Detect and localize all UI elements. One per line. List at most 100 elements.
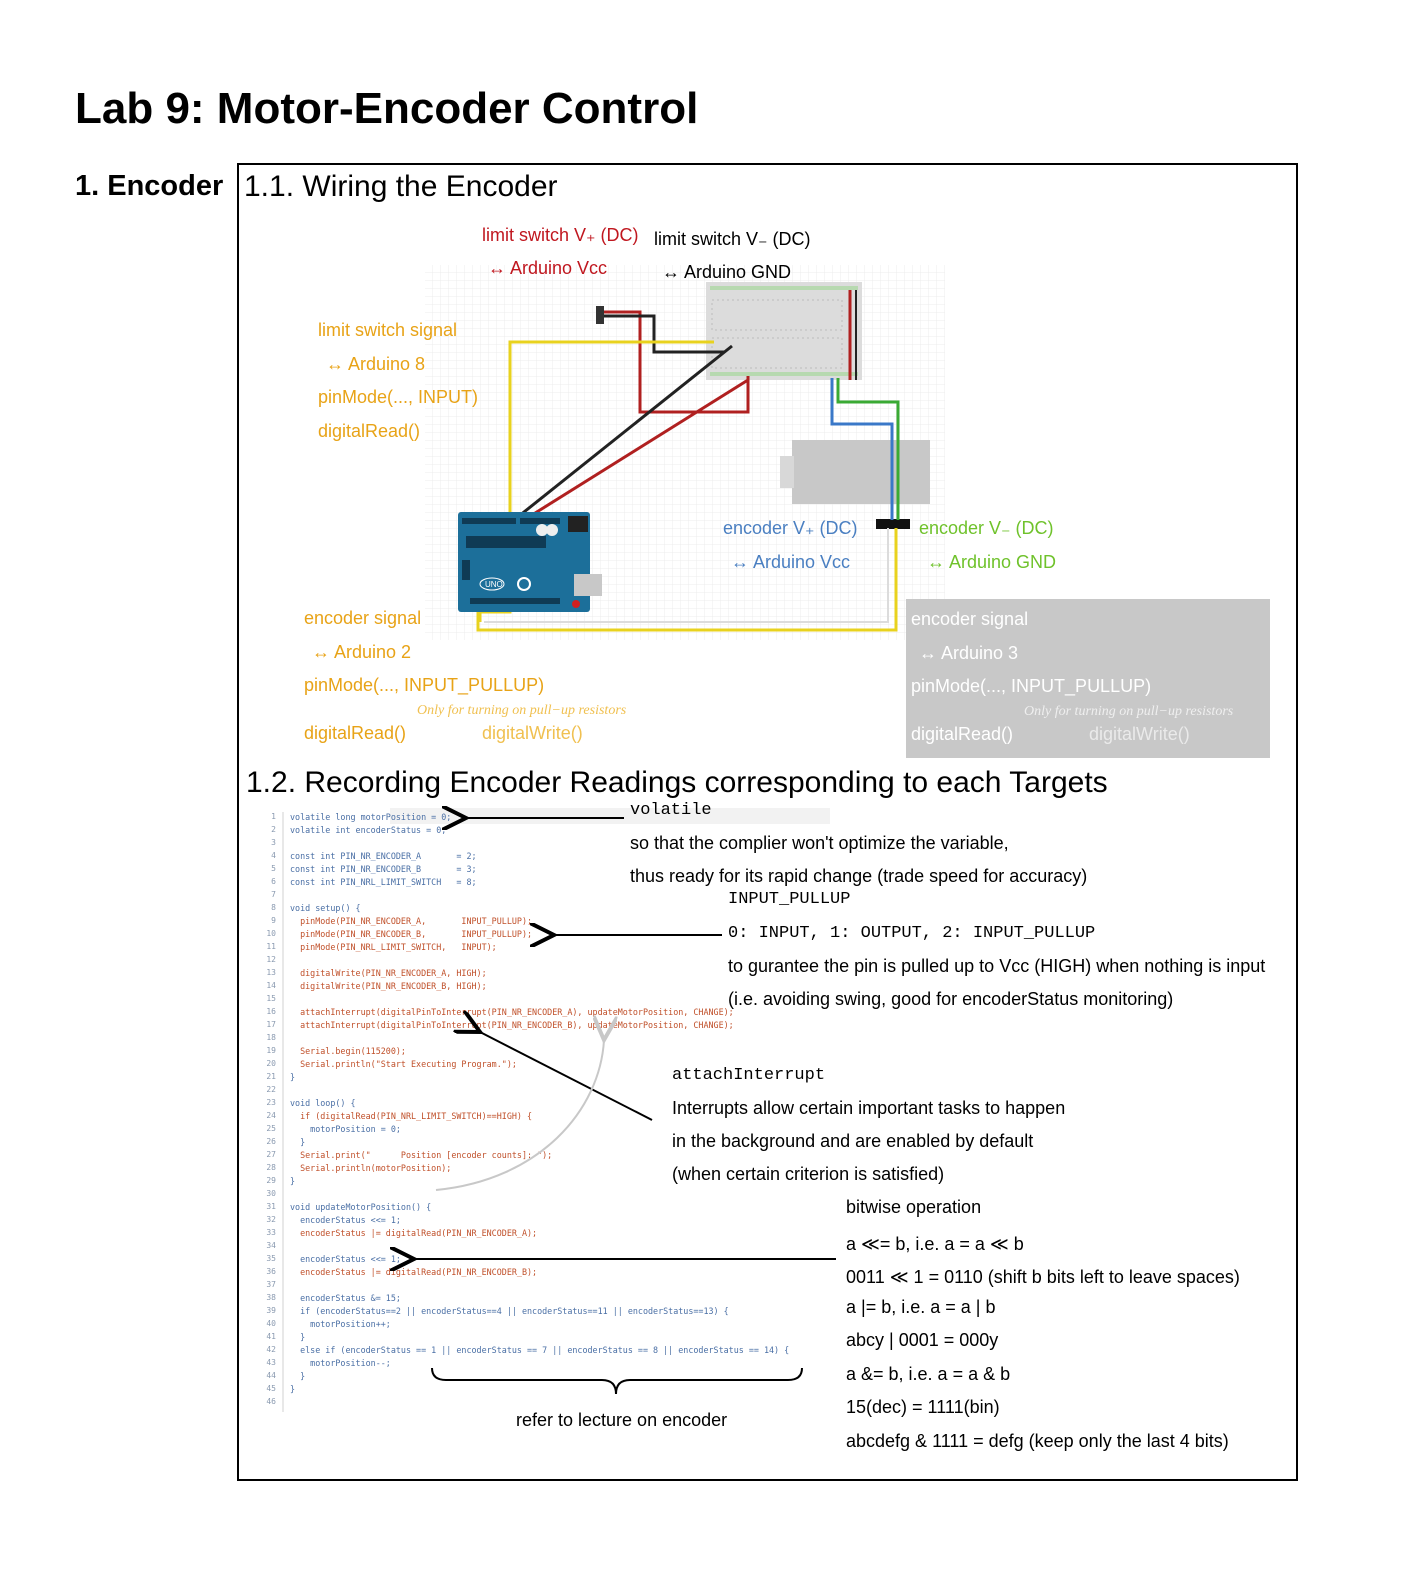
code-line: volatile int encoderStatus = 0; xyxy=(290,825,447,835)
note-bitwise-4: abcy | 0001 = 000y xyxy=(846,1330,999,1350)
encoder-signal-b-write: digitalWrite() xyxy=(1089,724,1190,744)
note-bitwise-7: abcdefg & 1111 = defg (keep only the las… xyxy=(846,1431,1229,1451)
code-line: encoderStatus <<= 1; xyxy=(290,1254,401,1264)
code-line: const int PIN_NR_ENCODER_A = 2; xyxy=(290,851,477,861)
code-line: encoderStatus |= digitalRead(PIN_NR_ENCO… xyxy=(290,1267,538,1277)
limit-switch-vplus-connection: ↔ Arduino Vcc xyxy=(488,258,608,278)
code-line: attachInterrupt(digitalPinToInterrupt(PI… xyxy=(290,1007,734,1017)
encoder-signal-b-box xyxy=(906,599,1270,758)
arduino-board-image xyxy=(458,512,602,612)
code-line-number: 25 xyxy=(266,1124,276,1133)
code-line: } xyxy=(290,1384,296,1394)
code-line: pinMode(PIN_NR_ENCODER_A, INPUT_PULLUP); xyxy=(290,916,533,926)
limit-switch-pinmode: pinMode(..., INPUT) xyxy=(318,387,479,407)
code-line-number: 17 xyxy=(266,1020,276,1029)
code-line-number: 24 xyxy=(266,1111,276,1120)
encoder-signal-b-pinmode: pinMode(..., INPUT_PULLUP) xyxy=(911,676,1152,696)
code-line-number: 31 xyxy=(266,1202,276,1211)
note-bitwise-5: a &= b, i.e. a = a & b xyxy=(846,1364,1011,1384)
note-bitwise-3: a |= b, i.e. a = a | b xyxy=(846,1297,996,1317)
code-line: } xyxy=(290,1332,306,1342)
code-line: } xyxy=(290,1371,306,1381)
code-line-number: 10 xyxy=(266,929,276,938)
code-line-number: 5 xyxy=(271,864,276,873)
note-volatile-line2: thus ready for its rapid change (trade s… xyxy=(630,866,1088,886)
page-title: Lab 9: Motor-Encoder Control xyxy=(75,84,699,133)
code-line-number: 45 xyxy=(266,1384,276,1393)
encoder-connector-image xyxy=(876,519,910,529)
limit-switch-signal-label: limit switch signal xyxy=(318,320,458,340)
code-line-number: 44 xyxy=(266,1371,276,1380)
code-line-number: 1 xyxy=(271,812,276,821)
limit-switch-signal-connection: ↔ Arduino 8 xyxy=(326,354,426,374)
arduino-board-label: UNO xyxy=(485,580,503,589)
encoder-vminus-connection: ↔ Arduino GND xyxy=(927,552,1057,572)
code-line-number: 18 xyxy=(266,1033,276,1042)
code-line-number: 9 xyxy=(271,916,276,925)
code-line: const int PIN_NR_ENCODER_B = 3; xyxy=(290,864,477,874)
code-line: if (digitalRead(PIN_NRL_LIMIT_SWITCH)==H… xyxy=(290,1111,533,1121)
motor-image xyxy=(780,440,930,504)
limit-switch-read: digitalRead() xyxy=(318,421,421,441)
code-line: attachInterrupt(digitalPinToInterrupt(PI… xyxy=(290,1020,734,1030)
encoder-signal-b-connection: ↔ Arduino 3 xyxy=(919,643,1019,663)
code-line-number: 7 xyxy=(271,890,276,899)
section-heading: 1. Encoder xyxy=(75,170,224,202)
code-line: encoderStatus <<= 1; xyxy=(290,1215,401,1225)
encoder-signal-a-connection: ↔ Arduino 2 xyxy=(312,642,412,662)
encoder-signal-b-note: Only for turning on pull−up resistors xyxy=(1024,704,1234,719)
encoder-signal-b-label: encoder signal xyxy=(911,609,1029,629)
note-volatile-keyword: volatile xyxy=(630,801,712,820)
encoder-vplus-connection: ↔ Arduino Vcc xyxy=(731,552,851,572)
code-line-number: 16 xyxy=(266,1007,276,1016)
code-line-number: 27 xyxy=(266,1150,276,1159)
code-line: if (encoderStatus==2 || encoderStatus==4… xyxy=(290,1306,729,1316)
code-line-number: 35 xyxy=(266,1254,276,1263)
code-line-number: 26 xyxy=(266,1137,276,1146)
note-attach-keyword: attachInterrupt xyxy=(672,1066,826,1085)
code-line: const int PIN_NRL_LIMIT_SWITCH = 8; xyxy=(290,877,477,887)
code-line-number: 36 xyxy=(266,1267,276,1276)
encoder-vplus-label: encoder V₊ (DC) xyxy=(723,518,858,538)
code-line: pinMode(PIN_NRL_LIMIT_SWITCH, INPUT); xyxy=(290,942,497,952)
encoder-signal-a-label: encoder signal xyxy=(304,608,422,628)
note-bitwise-2: 0011 ≪ 1 = 0110 (shift b bits left to le… xyxy=(846,1267,1240,1287)
code-line-number: 15 xyxy=(266,994,276,1003)
code-line-number: 19 xyxy=(266,1046,276,1055)
code-line-number: 12 xyxy=(266,955,276,964)
note-pullup-codes: 0: INPUT, 1: OUTPUT, 2: INPUT_PULLUP xyxy=(728,924,1096,943)
code-line-number: 41 xyxy=(266,1332,276,1341)
code-line: encoderStatus &= 15; xyxy=(290,1293,401,1303)
note-bitwise-title: bitwise operation xyxy=(846,1197,982,1217)
limit-switch-vminus-label: limit switch V₋ (DC) xyxy=(654,229,811,249)
code-line-number: 43 xyxy=(266,1358,276,1367)
content-frame xyxy=(237,163,1298,1481)
code-line-number: 6 xyxy=(271,877,276,886)
code-line: pinMode(PIN_NR_ENCODER_B, INPUT_PULLUP); xyxy=(290,929,533,939)
code-line-number: 8 xyxy=(271,903,276,912)
code-line-number: 39 xyxy=(266,1306,276,1315)
code-line: } xyxy=(290,1137,306,1147)
code-line: Serial.println("Start Executing Program.… xyxy=(290,1059,517,1069)
code-highlight xyxy=(390,808,830,824)
code-line-number: 20 xyxy=(266,1059,276,1068)
code-line-number: 46 xyxy=(266,1397,276,1406)
code-line: void setup() { xyxy=(290,903,361,913)
encoder-signal-a-write: digitalWrite() xyxy=(482,723,583,743)
encoder-vminus-label: encoder V₋ (DC) xyxy=(919,518,1054,538)
code-line: volatile long motorPosition = 0; xyxy=(290,812,452,822)
code-line: void loop() { xyxy=(290,1098,356,1108)
code-line-number: 14 xyxy=(266,981,276,990)
note-volatile-line1: so that the complier won't optimize the … xyxy=(630,833,1009,853)
code-line-number: 29 xyxy=(266,1176,276,1185)
code-line-number: 28 xyxy=(266,1163,276,1172)
limit-switch-vminus-connection: ↔ Arduino GND xyxy=(662,262,792,282)
code-line-number: 2 xyxy=(271,825,276,834)
encoder-signal-a-read: digitalRead() xyxy=(304,723,407,743)
code-line-number: 22 xyxy=(266,1085,276,1094)
code-line: Serial.print(" Position [encoder counts]… xyxy=(290,1150,553,1160)
breadboard-image xyxy=(706,282,862,380)
code-line-number: 23 xyxy=(266,1098,276,1107)
note-pullup-line2: (i.e. avoiding swing, good for encoderSt… xyxy=(728,989,1174,1009)
